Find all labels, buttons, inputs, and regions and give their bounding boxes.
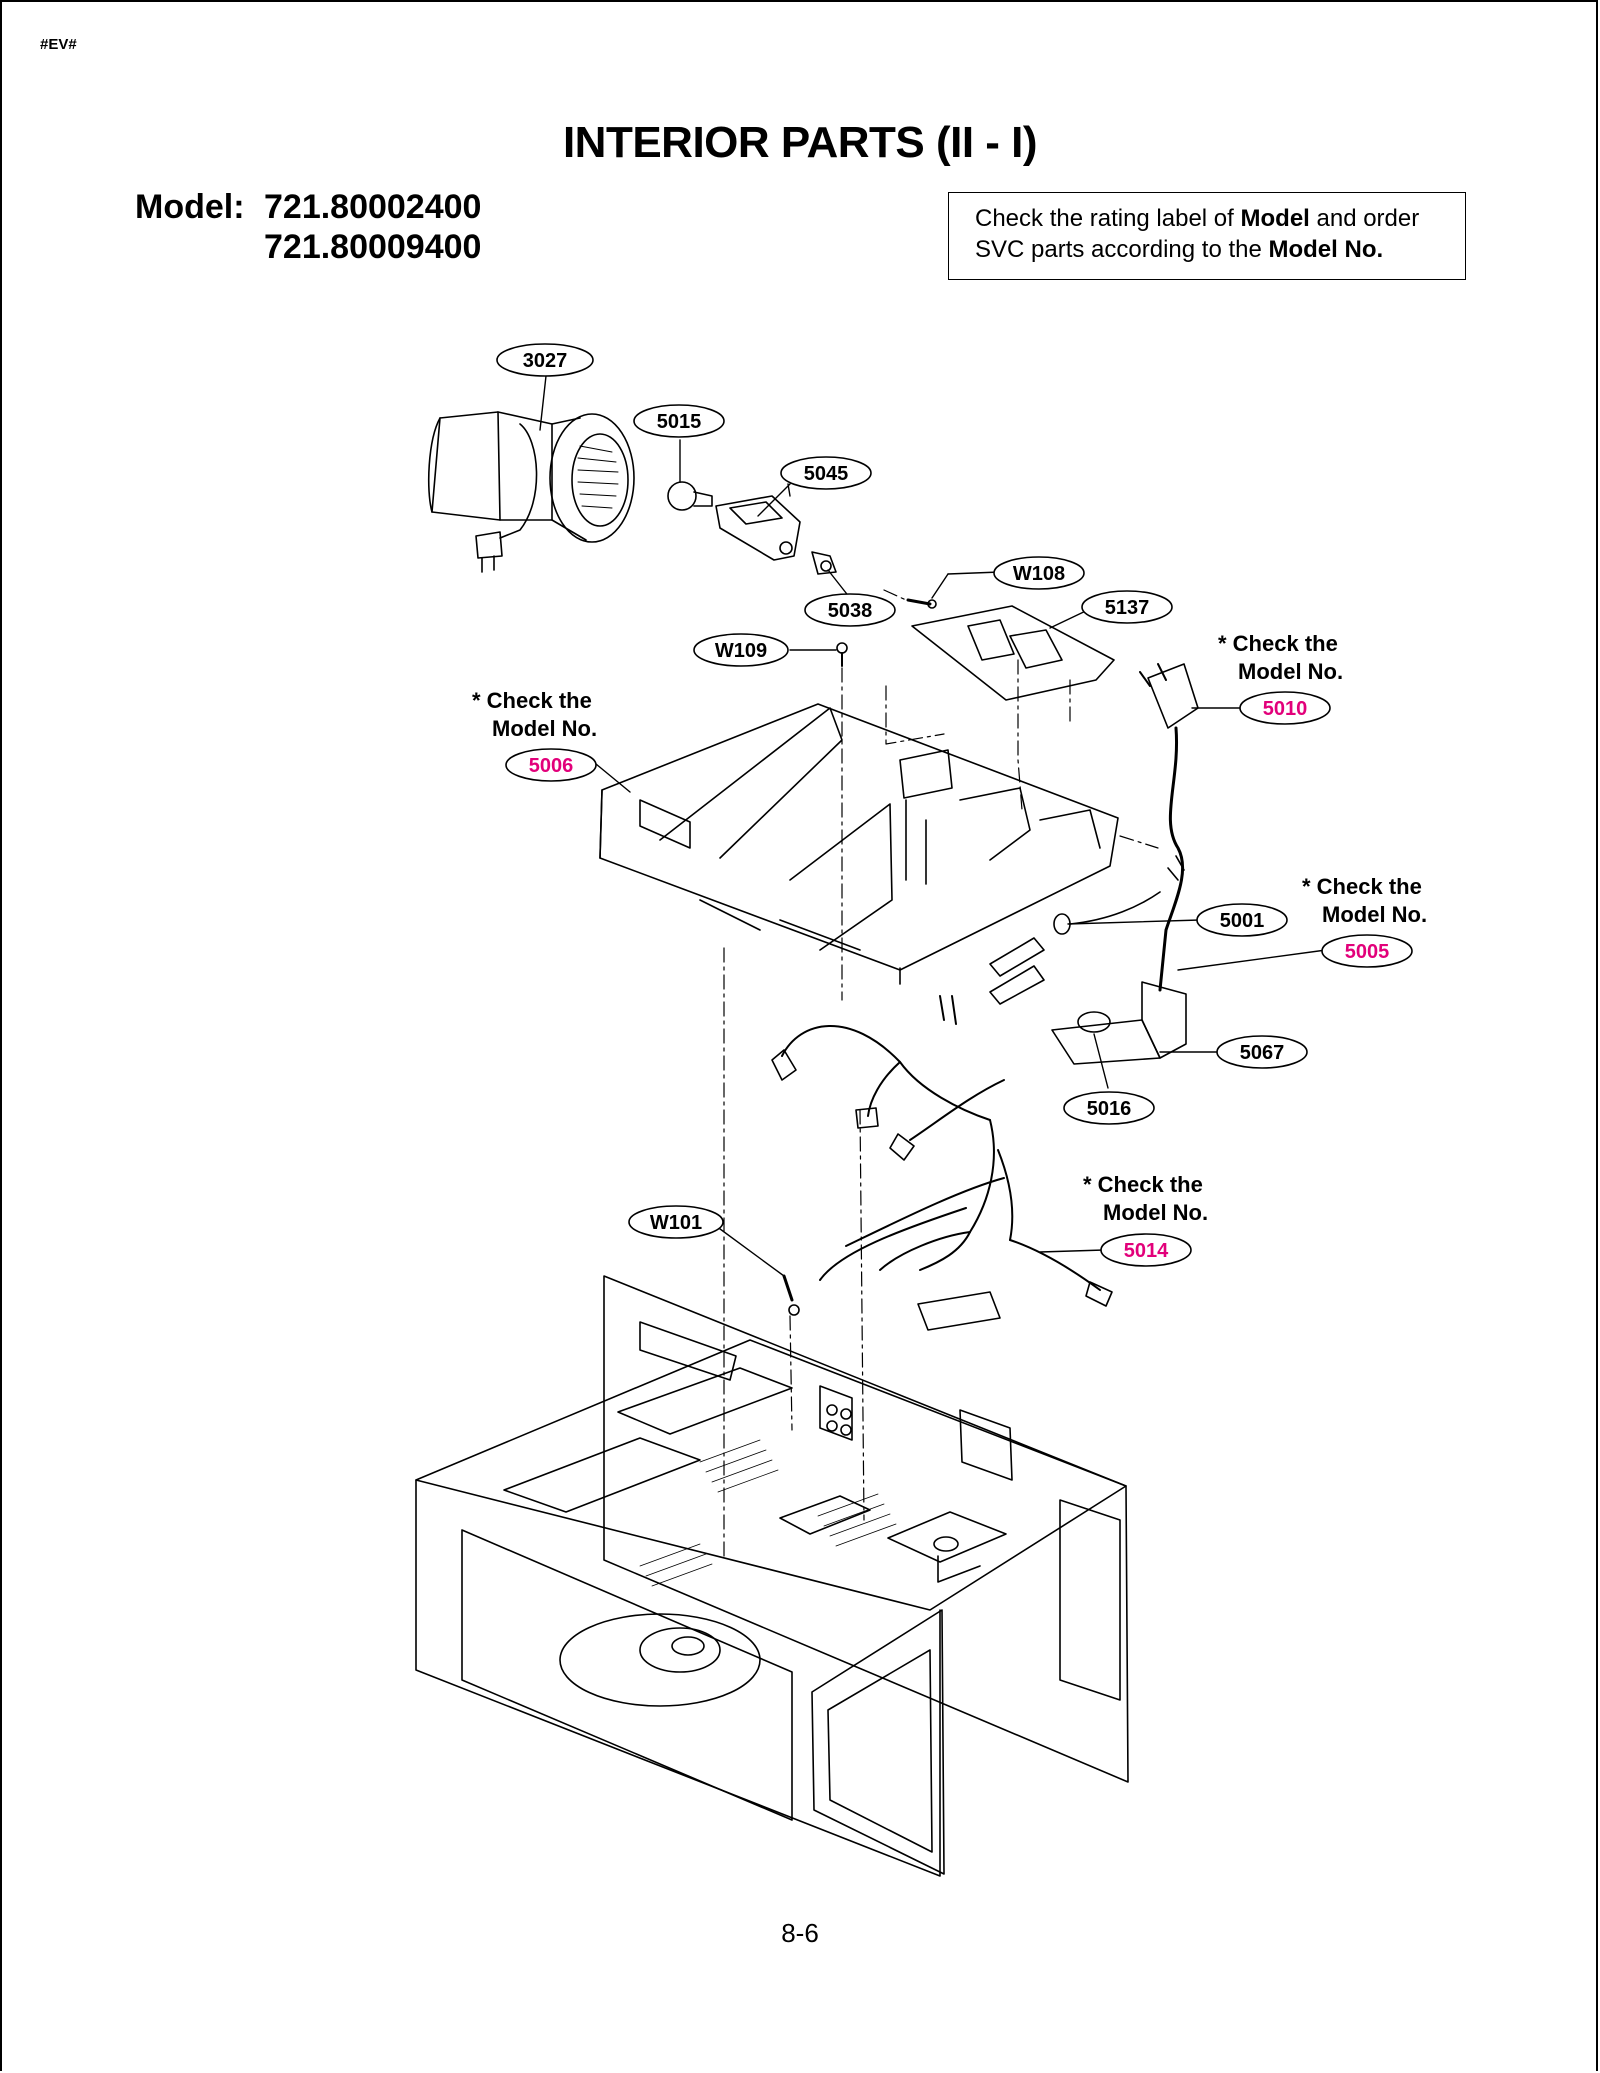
svg-text:W109: W109 xyxy=(715,640,767,662)
svg-text:3027: 3027 xyxy=(523,350,568,372)
svg-text:W108: W108 xyxy=(1013,563,1065,585)
svg-text:* Check the: * Check the xyxy=(1218,631,1338,656)
note-text: Check the rating label of xyxy=(975,205,1241,232)
page-number: 8-6 xyxy=(781,1918,819,1948)
callout-w108: W108 xyxy=(993,556,1085,590)
svg-text:5001: 5001 xyxy=(1220,910,1265,932)
svg-text:* Check the: * Check the xyxy=(472,688,592,713)
svg-text:* Check the: * Check the xyxy=(1083,1172,1203,1197)
note-text: SVC parts according to the xyxy=(975,236,1269,263)
callout-5010: 5010 xyxy=(1239,691,1331,725)
svg-text:Model No.: Model No. xyxy=(492,716,597,741)
lamp-holder-icon xyxy=(715,495,801,561)
callout-3027: 3027 xyxy=(496,343,594,377)
page-title: INTERIOR PARTS (II - I) xyxy=(562,118,1038,167)
callout-w109: W109 xyxy=(693,633,789,667)
check-model-note: * Check the Model No. xyxy=(1218,631,1343,684)
model-number: 721.80002400 xyxy=(264,188,482,226)
model-number: 721.80009400 xyxy=(264,228,482,266)
svg-text:5038: 5038 xyxy=(828,600,873,622)
callout-w101: W101 xyxy=(628,1205,724,1239)
cavity-chassis-icon xyxy=(415,1275,1129,1877)
callout-5001: 5001 xyxy=(1196,903,1288,937)
fuse-icon xyxy=(989,891,1161,1005)
header-tag: #EV# xyxy=(40,36,77,53)
lamp-icon xyxy=(667,481,713,511)
power-cord-icon xyxy=(1139,663,1199,992)
callout-5016: 5016 xyxy=(1063,1091,1155,1125)
model-note-box: Check the rating label of Model and orde… xyxy=(948,192,1466,280)
screw-icon xyxy=(782,1274,800,1316)
note-bold: Model No. xyxy=(1268,236,1384,263)
svg-text:Model No.: Model No. xyxy=(1238,659,1343,684)
svg-text:5005: 5005 xyxy=(1345,941,1390,963)
svg-text:5006: 5006 xyxy=(529,755,574,777)
base-plate-icon xyxy=(599,703,1119,985)
svg-text:5045: 5045 xyxy=(804,463,849,485)
note-text: and order xyxy=(1309,205,1420,232)
check-model-note: * Check the Model No. xyxy=(1302,874,1427,927)
svg-text:5015: 5015 xyxy=(657,411,702,433)
assembly-guide-lines xyxy=(723,589,1159,1557)
model-label: Model: xyxy=(135,188,245,226)
svg-text:5137: 5137 xyxy=(1105,597,1150,619)
callout-5038: 5038 xyxy=(804,593,896,627)
svg-text:W101: W101 xyxy=(650,1212,702,1234)
leader-lines xyxy=(539,375,1327,1277)
callout-5014: 5014 xyxy=(1100,1233,1192,1267)
callout-5045: 5045 xyxy=(780,456,872,490)
check-model-note: * Check the Model No. xyxy=(1083,1172,1208,1225)
wire-harness-icon xyxy=(771,995,1113,1331)
control-board-icon xyxy=(911,605,1115,701)
screw-icon xyxy=(906,598,937,609)
callout-5015: 5015 xyxy=(633,404,725,438)
thermostat-bracket-icon xyxy=(1051,981,1187,1065)
callout-5137: 5137 xyxy=(1081,590,1173,624)
svg-text:Model No.: Model No. xyxy=(1322,902,1427,927)
blower-fan-icon xyxy=(427,411,635,573)
svg-text:5067: 5067 xyxy=(1240,1042,1285,1064)
svg-text:5014: 5014 xyxy=(1124,1240,1169,1262)
svg-text:Model No.: Model No. xyxy=(1103,1200,1208,1225)
lamp-socket-icon xyxy=(811,551,837,575)
check-model-note: * Check the Model No. xyxy=(472,688,597,741)
callout-5067: 5067 xyxy=(1216,1035,1308,1069)
svg-text:5016: 5016 xyxy=(1087,1098,1132,1120)
callout-5006: 5006 xyxy=(505,748,597,782)
note-bold: Model xyxy=(1240,205,1310,232)
screw-icon xyxy=(836,642,848,667)
svg-text:* Check the: * Check the xyxy=(1302,874,1422,899)
callout-5005: 5005 xyxy=(1321,934,1413,968)
svg-text:5010: 5010 xyxy=(1263,698,1308,720)
